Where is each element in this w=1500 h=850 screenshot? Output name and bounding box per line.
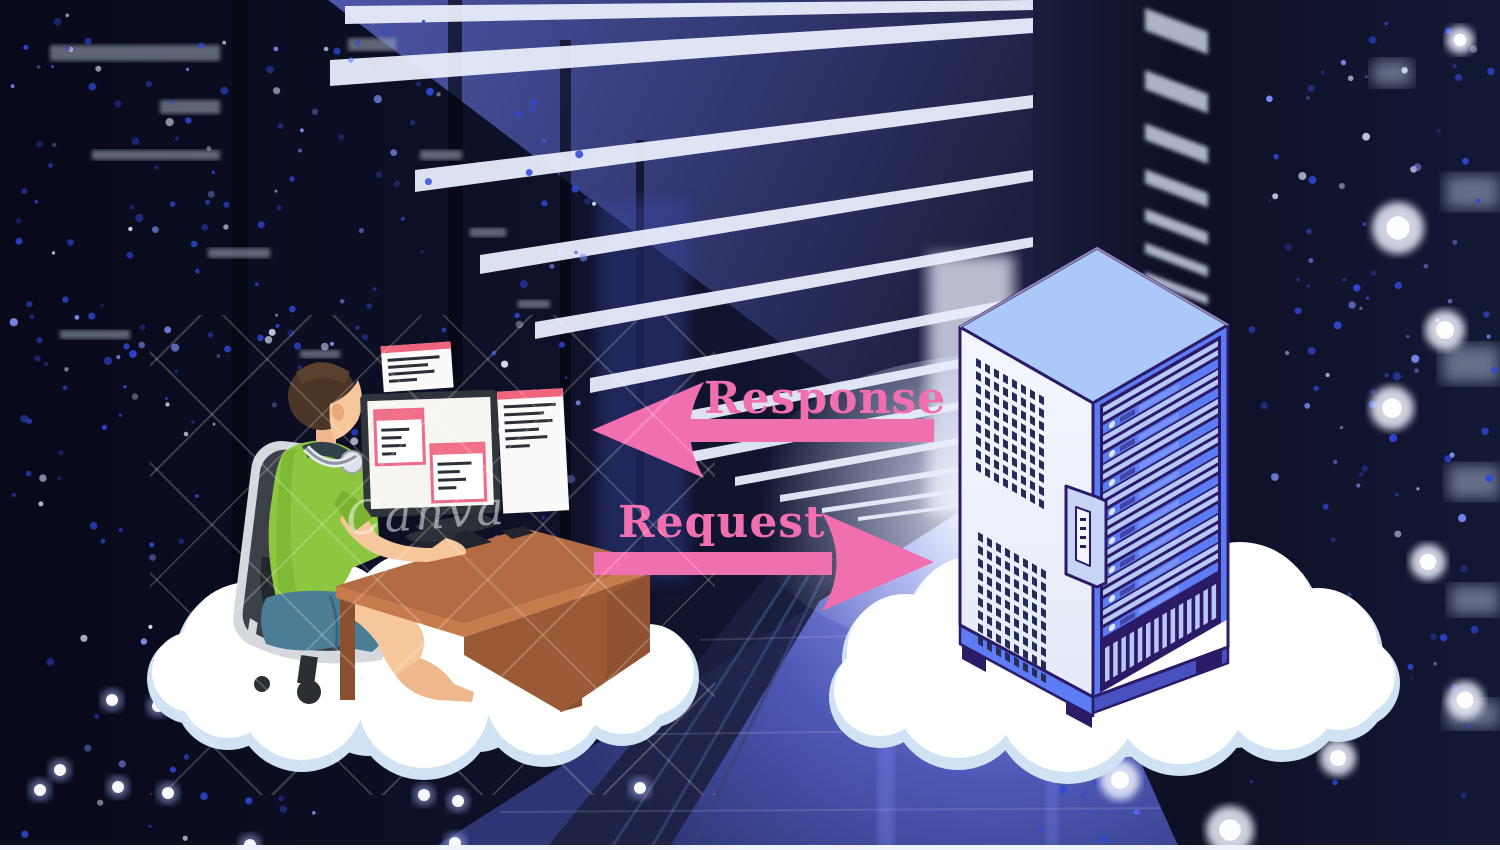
- request-label: Request: [618, 497, 826, 548]
- sleeve: [334, 490, 372, 532]
- collar: [302, 441, 348, 462]
- response-arrow-icon: [592, 382, 934, 478]
- monitor: [360, 389, 502, 543]
- server-rack-face: [1093, 325, 1228, 697]
- person: [261, 362, 474, 702]
- floor-vent-strip: [545, 558, 846, 850]
- rack-shelf-bars: [50, 38, 550, 358]
- desk-top: [336, 528, 650, 624]
- server-foot: [962, 644, 986, 672]
- request-arrow-icon: [594, 513, 934, 611]
- vent-grid-upper: [976, 358, 1044, 510]
- screen-window-1: [373, 407, 427, 467]
- left-wall-blue-haze: [598, 200, 688, 580]
- desk: [336, 528, 650, 712]
- ear: [331, 403, 345, 421]
- mouse: [502, 526, 534, 539]
- client-workstation: [233, 341, 650, 712]
- bottom-edge-strip: [0, 845, 1500, 850]
- chair-wheel: [297, 680, 321, 704]
- arm: [340, 498, 467, 562]
- floating-document-right: [496, 388, 570, 514]
- response-label: Response: [704, 373, 947, 424]
- server-rack: [958, 246, 1230, 728]
- screen-window-2: [429, 441, 488, 504]
- floating-document-top: [380, 341, 454, 393]
- server-handle: [1064, 484, 1108, 589]
- shirt: [268, 440, 380, 609]
- face: [329, 380, 362, 440]
- vent-grid-lower: [978, 532, 1046, 684]
